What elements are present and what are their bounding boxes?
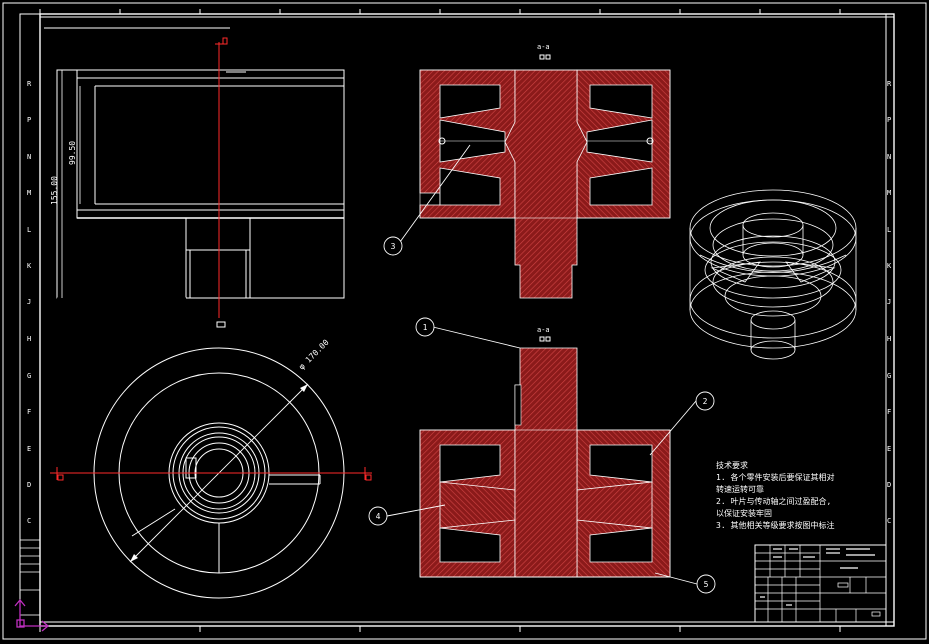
zone-letter: R [27,80,32,88]
revision-block [19,539,41,616]
section-view-top: a-a [419,43,671,299]
cutting-plane-a [215,37,246,318]
title-block [754,544,887,623]
zone-letter: P [887,116,891,124]
zone-letter: K [887,262,892,270]
zone-letter: L [887,226,891,234]
note-line: 转速运转可靠 [716,485,764,494]
section-view-bottom: a-a [419,326,671,578]
technical-notes: 技术要求 1. 各个零件安装后要保证其相对 转速运转可靠 2. 叶片与传动轴之间… [716,460,834,532]
diameter-dim: φ 170.00 [129,338,331,563]
zone-letter: M [887,189,891,197]
front-dims: 155.00 99.50 [50,70,81,298]
zone-letter: F [887,408,891,416]
balloon-1: 1 [423,323,428,332]
zone-letter: K [27,262,32,270]
zone-letter: R [887,80,892,88]
zone-letter: N [27,153,31,161]
note-line: 3. 其他相关等级要求按图中标注 [716,521,835,530]
zone-letter: L [27,226,31,234]
zone-letters-left: R P N M L K J H G F E D C [27,80,32,525]
balloon-5: 5 [704,580,709,589]
balloon-2: 2 [703,397,708,406]
note-line: 1. 各个零件安装后要保证其相对 [716,473,835,482]
zone-letter: J [27,298,31,306]
zone-letter: G [887,372,891,380]
dim-height-outer: 155.00 [50,176,59,205]
section-line-a [50,467,372,481]
balloon-4: 4 [376,512,381,521]
balloon-3: 3 [391,242,396,251]
note-line: 2. 叶片与传动轴之间过盈配合, [716,497,832,506]
ucs-icon [14,598,50,632]
section-label-bottom: a-a [537,326,550,334]
title-block-scribbles [760,548,875,606]
zone-letter: C [887,517,891,525]
zone-letter: J [887,298,891,306]
zone-letter: M [27,189,31,197]
zone-letter: H [27,335,31,343]
zone-letter: E [27,445,31,453]
zone-letter: C [27,517,31,525]
border-ticks [39,9,841,632]
cutting-mark-bottom [216,321,226,328]
zone-letters-right: R P N M L K J H G F E D C [887,80,892,525]
section-label-top: a-a [537,43,550,51]
zone-letter: D [27,481,31,489]
notes-title: 技术要求 [716,461,748,470]
zone-letter: N [887,153,891,161]
isometric-view [689,189,857,360]
balloon-numbers: 1 2 3 4 5 [376,242,709,589]
zone-letter: E [887,445,891,453]
dim-diameter: φ 170.00 [297,338,331,372]
zone-letter: D [887,481,891,489]
zone-letter: F [27,408,31,416]
front-view [56,69,345,299]
note-line: 以保证安装牢固 [716,509,772,518]
zone-letter: G [27,372,31,380]
zone-letter: H [887,335,891,343]
balloons [368,144,716,594]
dim-height-inner: 99.50 [68,141,77,165]
zone-letter: P [27,116,31,124]
